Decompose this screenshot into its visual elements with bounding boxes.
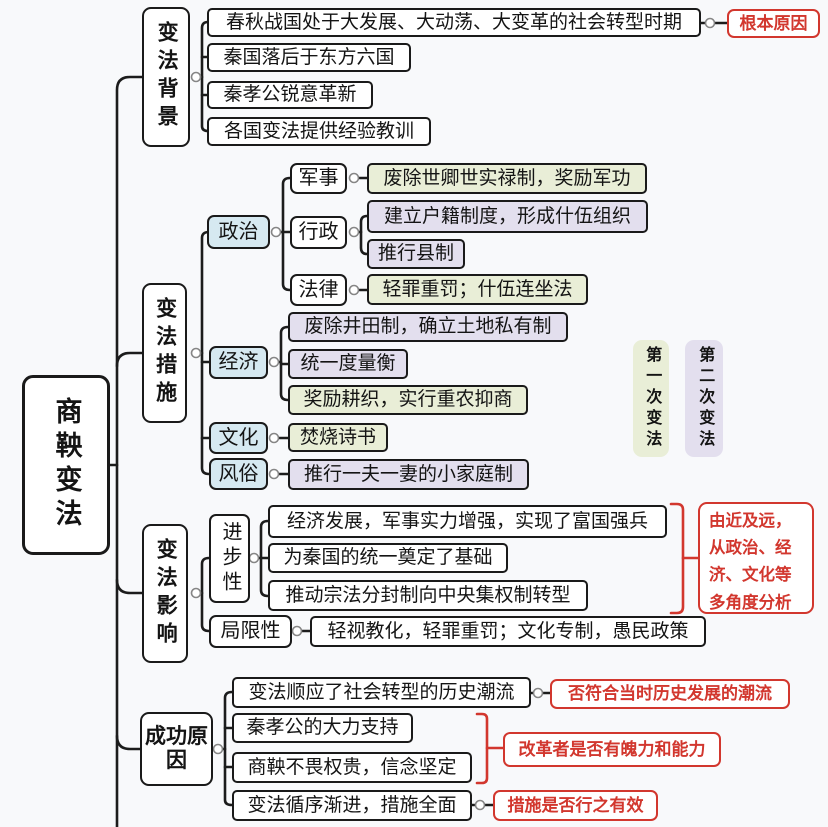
success-item-4[interactable]: 变法循序渐进，措施全面 [232,790,472,821]
annotation-root-cause[interactable]: 根本原因 [727,9,820,38]
limitation-item[interactable]: 轻视教化，轻罪重罚；文化专制，愚民政策 [310,616,706,647]
customs-item[interactable]: 推行一夫一妻的小家庭制 [288,459,529,490]
category-customs[interactable]: 风俗 [209,458,268,490]
subcategory-military[interactable]: 军事 [290,163,347,194]
success-item-1[interactable]: 变法顺应了社会转型的历史潮流 [232,677,531,708]
progressive-item-1[interactable]: 经济发展，军事实力增强，实现了富国强兵 [268,505,667,538]
category-politics[interactable]: 政治 [207,215,270,249]
economy-item-1[interactable]: 废除井田制，确立土地私有制 [288,312,568,342]
background-item-2[interactable]: 秦国落后于东方六国 [207,43,411,72]
admin-item-1[interactable]: 建立户籍制度，形成什伍组织 [367,200,648,233]
black-connectors [108,20,729,827]
branch-impact[interactable]: 变法影响 [142,524,188,663]
economy-item-2[interactable]: 统一度量衡 [288,349,408,379]
background-item-1[interactable]: 春秋战国处于大发展、大动荡、大变革的社会转型时期 [207,8,701,37]
success-item-2[interactable]: 秦孝公的大力支持 [232,713,413,743]
subcategory-admin[interactable]: 行政 [290,216,347,249]
annotation-analysis-angles[interactable]: 由近及远，从政治、经济、文化等多角度分析 [698,502,814,614]
background-item-3[interactable]: 秦孝公锐意革新 [207,81,373,109]
admin-item-2[interactable]: 推行县制 [367,239,465,269]
legend-first-reform[interactable]: 第一次变法 [633,340,669,457]
military-item[interactable]: 废除世卿世实禄制，奖励军功 [367,163,647,194]
subcategory-limitation[interactable]: 局限性 [209,615,292,648]
annotation-reformer-ability[interactable]: 改革者是否有魄力和能力 [503,732,721,767]
branch-background[interactable]: 变法背景 [142,7,190,147]
progressive-item-2[interactable]: 为秦国的统一奠定了基础 [268,543,508,573]
annotation-historical-trend[interactable]: 否符合当时历史发展的潮流 [550,679,790,709]
subcategory-law[interactable]: 法律 [290,274,347,306]
junction-dots [190,17,716,811]
law-item[interactable]: 轻罪重罚；什伍连坐法 [367,274,588,305]
subcategory-progressive[interactable]: 进步性 [209,514,250,603]
background-item-4[interactable]: 各国变法提供经验教训 [207,117,431,146]
progressive-item-3[interactable]: 推动宗法分封制向中央集权制转型 [268,580,588,611]
annotation-effective-measures[interactable]: 措施是否行之有效 [493,790,658,821]
category-economy[interactable]: 经济 [209,346,268,379]
branch-measures[interactable]: 变法措施 [142,283,187,423]
economy-item-3[interactable]: 奖励耕织，实行重农抑商 [288,385,528,415]
root-node[interactable]: 商鞅变法 [22,375,110,555]
legend-second-reform[interactable]: 第二次变法 [685,340,723,457]
red-brackets [475,502,700,785]
culture-item[interactable]: 焚烧诗书 [288,423,388,452]
success-item-3[interactable]: 商鞅不畏权贵，信念坚定 [232,752,472,783]
category-culture[interactable]: 文化 [209,422,268,454]
branch-success[interactable]: 成功原因 [140,712,213,786]
